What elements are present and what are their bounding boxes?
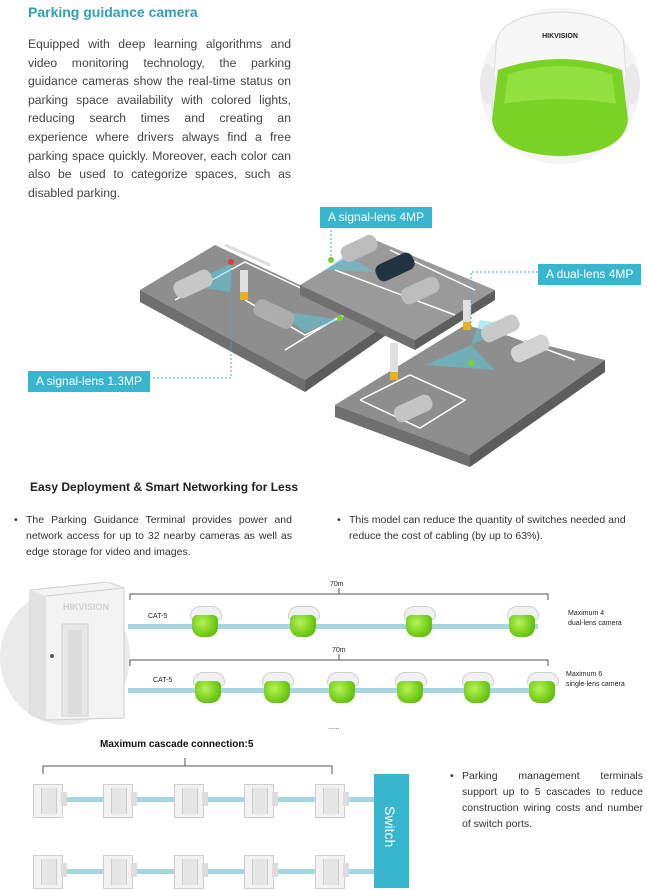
cascade-row2-terminal-4 <box>244 853 278 889</box>
row1-camera-1 <box>190 606 222 638</box>
row1-cable <box>128 624 538 629</box>
camera-brand-logo: HIKVISION <box>542 33 578 40</box>
switch-box: Switch <box>374 774 409 888</box>
row1-camera-2 <box>288 606 320 638</box>
row2-note-line2: single-lens camera <box>566 681 625 688</box>
row1-note-line2: dual-lens camera <box>568 620 622 627</box>
row2-distance-label: 70m <box>332 647 346 654</box>
parking-scene-illustration <box>135 228 605 467</box>
cascade-row1-terminal-3 <box>174 782 208 818</box>
cascade-bracket <box>42 758 333 774</box>
row1-distance-label: 70m <box>330 581 344 588</box>
row1-note-line1: Maximum 4 <box>568 610 605 617</box>
row2-distance-bracket <box>129 654 549 666</box>
bullet-terminal-power: • The Parking Guidance Terminal provides… <box>14 512 292 560</box>
row2-camera-2 <box>262 672 294 704</box>
row2-camera-6 <box>527 672 559 704</box>
cascade-row2-terminal-5 <box>315 853 349 889</box>
cascade-row2-terminal-1 <box>33 853 67 889</box>
cascade-row1-terminal-5 <box>315 782 349 818</box>
bullet-reduce-switches: • This model can reduce the quantity of … <box>337 512 643 544</box>
bullet-dot: • <box>337 514 341 526</box>
guidance-terminal-image: HIKVISION <box>29 582 125 721</box>
row1-distance-bracket <box>129 588 549 600</box>
switch-label: Switch <box>382 806 398 848</box>
row2-camera-1 <box>193 672 225 704</box>
bullet-dot: • <box>450 770 454 782</box>
bullet-terminal-power-text: The Parking Guidance Terminal provides p… <box>26 514 292 558</box>
bullet-reduce-switches-text: This model can reduce the quantity of sw… <box>349 514 626 542</box>
more-rows-ellipsis: ...... <box>328 724 340 731</box>
section-title: Parking guidance camera <box>28 4 198 20</box>
intro-paragraph: Equipped with deep learning algorithms a… <box>28 37 291 200</box>
row2-camera-4 <box>395 672 427 704</box>
row2-camera-5 <box>462 672 494 704</box>
label-signal-lens-1-3mp: A signal-lens 1.3MP <box>28 371 151 392</box>
row2-camera-3 <box>327 672 359 704</box>
row2-note-line1: Maximum 6 <box>566 671 603 678</box>
deployment-heading: Easy Deployment & Smart Networking for L… <box>30 480 299 494</box>
parking-camera-image: HIKVISION <box>480 8 640 164</box>
cascade-row1-terminal-4 <box>244 782 278 818</box>
cascade-row2-terminal-2 <box>103 853 137 889</box>
label-dual-lens-4mp: A dual-lens 4MP <box>538 264 642 285</box>
bullet-cascade: • Parking management terminals support u… <box>450 768 643 832</box>
cascade-row2-terminal-3 <box>174 853 208 889</box>
cascade-row1-terminal-2 <box>103 782 137 818</box>
row1-camera-3 <box>404 606 436 638</box>
terminal-brand-logo: HIKVISION <box>63 602 109 612</box>
row2-cable-label: CAT-5 <box>153 677 173 684</box>
label-signal-lens-4mp: A signal-lens 4MP <box>320 207 433 228</box>
cascade-heading: Maximum cascade connection:5 <box>100 739 254 750</box>
row1-cable-label: CAT-5 <box>148 613 168 620</box>
cascade-row1-terminal-1 <box>33 782 67 818</box>
bullet-dot: • <box>14 514 18 526</box>
row1-camera-4 <box>507 606 539 638</box>
bullet-cascade-text: Parking management terminals support up … <box>462 770 643 830</box>
